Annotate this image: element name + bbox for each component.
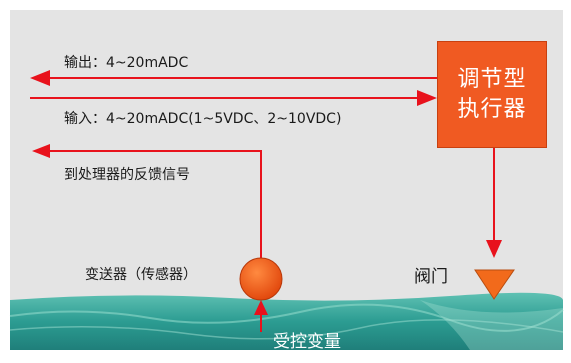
feedback-label: 到处理器的反馈信号 <box>64 167 190 183</box>
input-label: 输入：4~20mADC(1~5VDC、2~10VDC) <box>64 111 342 127</box>
regulating-actuator-box: 调节型 执行器 <box>437 41 547 148</box>
controlled-variable-label: 受控变量 <box>273 332 341 352</box>
output-arrow <box>30 70 437 86</box>
output-label: 输出：4~20mADC <box>64 55 189 71</box>
water-surface <box>9 292 564 350</box>
sensor-ball-icon <box>239 257 283 301</box>
actuator-to-valve-arrow <box>486 148 502 258</box>
input-arrow <box>30 90 437 106</box>
transmitter-label: 变送器（传感器） <box>85 267 197 283</box>
actuator-label-line2: 执行器 <box>457 96 527 122</box>
controlled-variable-arrow <box>254 300 268 332</box>
valve-icon <box>474 269 515 300</box>
actuator-label-line1: 调节型 <box>457 66 527 92</box>
feedback-arrow <box>32 144 262 258</box>
valve-label: 阀门 <box>414 267 448 287</box>
